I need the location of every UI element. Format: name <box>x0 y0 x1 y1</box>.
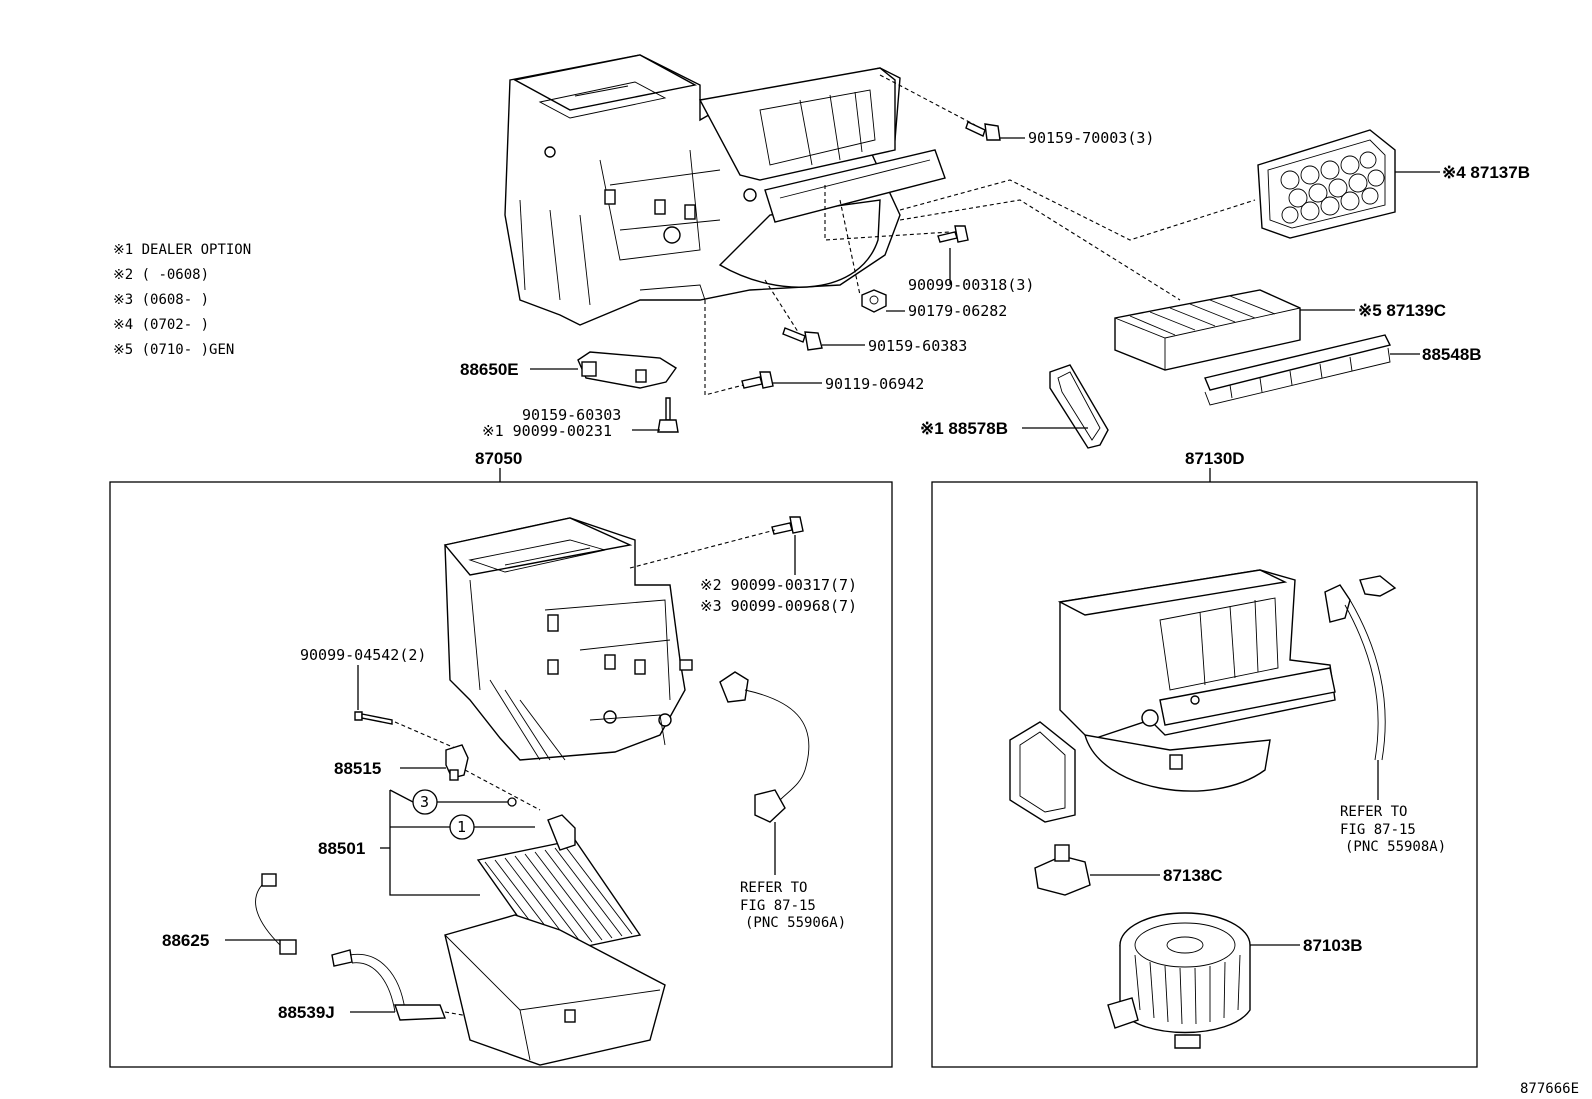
box-87050 <box>109 481 893 1068</box>
label-90099-00968: ※3 90099-00968(7) <box>700 597 857 615</box>
screw-90099-00317-drawing <box>771 516 804 535</box>
label-87103B: 87103B <box>1303 936 1363 955</box>
label-87130D: 87130D <box>1185 449 1245 468</box>
note-2: ※2 ( -0608) <box>113 267 209 283</box>
screw-90099-00318-drawing <box>937 225 969 243</box>
label-90159-60383: 90159-60383 <box>868 337 967 355</box>
filter-87139C-drawing <box>1114 289 1301 371</box>
blower-motor-87103B-drawing <box>1107 912 1251 1049</box>
ref-left-line2: FIG 87-15 <box>740 898 816 914</box>
ref-left-line3: (PNC 55906A) <box>745 915 846 931</box>
bracket-88548B-drawing <box>1204 334 1392 406</box>
valve-88515-drawing <box>445 744 469 781</box>
bolt-90099-04542-drawing <box>354 711 393 725</box>
part-88650E-drawing <box>577 351 678 389</box>
note-5: ※5 (0710- )GEN <box>113 342 234 358</box>
resistor-87138C-drawing <box>1034 844 1091 896</box>
label-90099-04542: 90099-04542(2) <box>300 646 426 664</box>
screw-90159-60303-drawing <box>657 397 679 433</box>
note-dealer-option: ※1 DEALER OPTION <box>113 242 251 258</box>
label-87137B: ※4 87137B <box>1442 163 1530 182</box>
label-88548B: 88548B <box>1422 345 1482 364</box>
note-3: ※3 (0608- ) <box>113 292 209 308</box>
label-90159-60303: 90159-60303 <box>522 406 621 424</box>
blower-unit-87130D-drawing <box>1009 569 1336 823</box>
label-88515: 88515 <box>334 759 381 778</box>
circle-label-3: 3 <box>420 793 429 811</box>
label-90119-06942: 90119-06942 <box>825 375 924 393</box>
seal-88578B-drawing <box>1049 364 1109 449</box>
heater-case-87050-drawing <box>443 517 693 761</box>
label-88578B: ※1 88578B <box>920 419 1008 438</box>
label-90159-70003: 90159-70003(3) <box>1028 129 1154 147</box>
label-87050: 87050 <box>475 449 522 468</box>
top-heater-unit-drawing <box>504 54 946 326</box>
bolt-90159-70003-drawing <box>965 121 1001 141</box>
wire-harness-right-drawing <box>1324 575 1397 761</box>
box-87130D <box>931 481 1478 1068</box>
label-88501: 88501 <box>318 839 365 858</box>
label-90099-00318: 90099-00318(3) <box>908 276 1034 294</box>
nut-90179-06282-drawing <box>861 289 887 313</box>
ref-left-line1: REFER TO <box>740 880 807 896</box>
figure-id: 877666E <box>1520 1081 1579 1097</box>
label-87138C: 87138C <box>1163 866 1223 885</box>
label-90099-00317: ※2 90099-00317(7) <box>700 576 857 594</box>
ref-right-line1: REFER TO <box>1340 804 1407 820</box>
label-87139C: ※5 87139C <box>1358 301 1446 320</box>
bolt-90159-60383-drawing <box>782 327 823 351</box>
bolt-90119-06942-drawing <box>741 371 774 389</box>
wire-harness-left-drawing <box>719 671 810 823</box>
label-90179-06282: 90179-06282 <box>908 302 1007 320</box>
ref-right-line2: FIG 87-15 <box>1340 822 1416 838</box>
ref-right-line3: (PNC 55908A) <box>1345 839 1446 855</box>
label-88625: 88625 <box>162 931 209 950</box>
hose-88539J-drawing <box>331 949 447 1021</box>
label-88539J: 88539J <box>278 1003 335 1022</box>
note-4: ※4 (0702- ) <box>113 317 209 333</box>
label-88650E: 88650E <box>460 360 519 379</box>
sensor-88625-drawing <box>255 873 297 955</box>
circle-label-1: 1 <box>457 818 466 836</box>
screen-87137B-drawing <box>1257 129 1396 239</box>
label-90099-00231: ※1 90099-00231 <box>482 422 612 440</box>
lower-case-drawing <box>444 914 666 1066</box>
